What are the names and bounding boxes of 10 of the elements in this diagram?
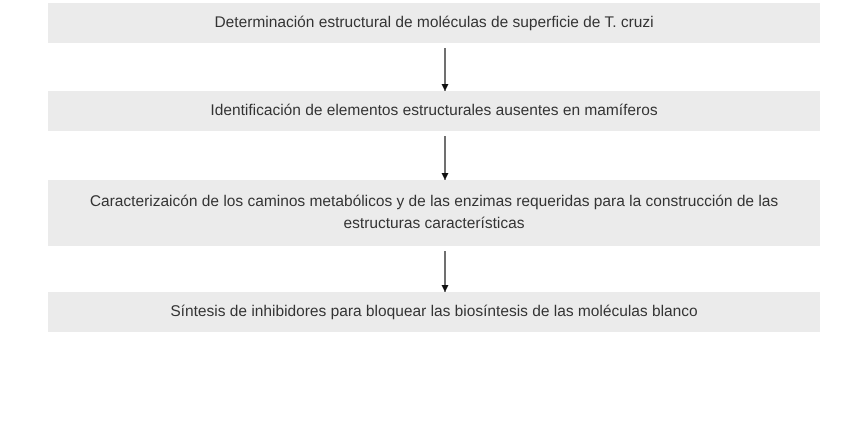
step-text: Síntesis de inhibidores para bloquear las biosíntesis de las moléculas blanco: [170, 302, 698, 322]
step-text: Determinación estructural de moléculas de superficie de T. cruzi: [214, 12, 654, 33]
process-box: [48, 180, 820, 246]
arrow: [442, 251, 448, 292]
process-box: [48, 91, 820, 131]
arrow: [442, 136, 448, 180]
step-text: Caracterizaicón de los caminos metabólicos y de las enzimas requeridas para la construcción de las estructuras características: [88, 192, 780, 234]
arrow: [442, 48, 448, 91]
process-box: [48, 292, 820, 332]
step-text: Identificación de elementos estructurales ausentes en mamíferos: [210, 100, 658, 121]
